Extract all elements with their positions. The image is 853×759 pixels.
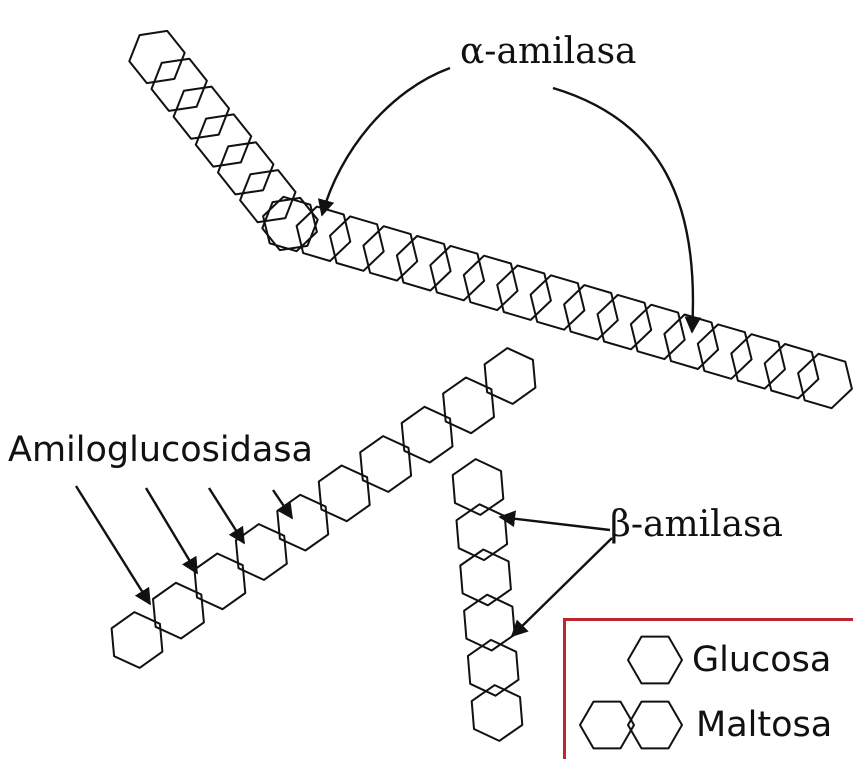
glucose-unit (128, 29, 186, 85)
glucose-unit (152, 581, 205, 640)
amyloglucosidase-label: Amiloglucosidasa (8, 430, 313, 470)
main-glucose-chain (262, 195, 853, 410)
glucose-unit (797, 352, 853, 410)
alpha-amylase-label: α-amilasa (460, 31, 637, 72)
glucose-unit (763, 343, 820, 400)
glucose-unit (563, 284, 619, 341)
glucose-unit (276, 493, 330, 552)
amyloglucosidase-arrow-1 (74, 485, 152, 606)
glucose-unit (395, 235, 452, 292)
glucose-unit (150, 57, 208, 112)
upper-glucose-chain (128, 29, 319, 252)
glucose-unit (329, 215, 385, 272)
glucose-unit (496, 264, 552, 321)
glucose-unit (462, 254, 519, 312)
glucose-unit (442, 376, 495, 435)
glucose-unit (261, 196, 319, 252)
glucose-unit (429, 244, 486, 302)
beta-amylase-arrow-upper (498, 510, 611, 532)
glucose-unit (696, 323, 753, 380)
glucose-unit (295, 205, 352, 262)
glucose-hexagon-icon (627, 635, 683, 685)
legend-maltose-label: Maltosa (696, 705, 833, 745)
amyloglucosidase-arrow-2 (144, 487, 199, 575)
glucose-unit (234, 523, 288, 581)
glucose-unit (239, 169, 297, 224)
glucose-unit (172, 85, 230, 140)
legend-glucose-label: Glucosa (692, 640, 832, 680)
amyloglucosidase-glucose-chain (110, 347, 537, 669)
glucose-unit (483, 347, 537, 405)
glucose-unit (217, 141, 275, 196)
glucose-unit (359, 435, 413, 493)
glucose-hexagon (627, 635, 683, 685)
beta-amylase-glucose-chain (451, 458, 524, 742)
glucose-unit (262, 195, 318, 253)
glucose-unit (629, 303, 686, 361)
glucose-unit (110, 611, 164, 669)
glucose-unit (529, 274, 586, 331)
glucose-unit (317, 464, 371, 523)
alpha-amylase-arrow-left (317, 66, 451, 217)
glucose-unit (194, 113, 253, 168)
glucose-unit (663, 313, 720, 370)
beta-amylase-label: β-amilasa (610, 504, 784, 545)
glucose-unit (466, 638, 520, 697)
glucose-unit (459, 548, 512, 607)
amyloglucosidase-arrow-3 (207, 487, 246, 545)
maltose-hexagon (627, 700, 683, 750)
glucose-unit (451, 458, 505, 516)
glucose-unit (596, 293, 653, 351)
glucose-unit (362, 225, 419, 282)
alpha-amylase-arrow-right (552, 86, 702, 334)
maltose-hexagon (579, 700, 635, 750)
glucose-unit (470, 684, 524, 742)
glucose-unit (193, 552, 247, 611)
beta-amylase-arrow-lower (510, 537, 613, 638)
glucose-unit (400, 405, 454, 464)
glucose-unit (730, 333, 786, 390)
legend-box (563, 618, 853, 759)
maltose-hexagon-pair-icon (579, 700, 683, 750)
glucose-unit (455, 503, 509, 562)
amyloglucosidase-arrow-4 (272, 489, 293, 520)
